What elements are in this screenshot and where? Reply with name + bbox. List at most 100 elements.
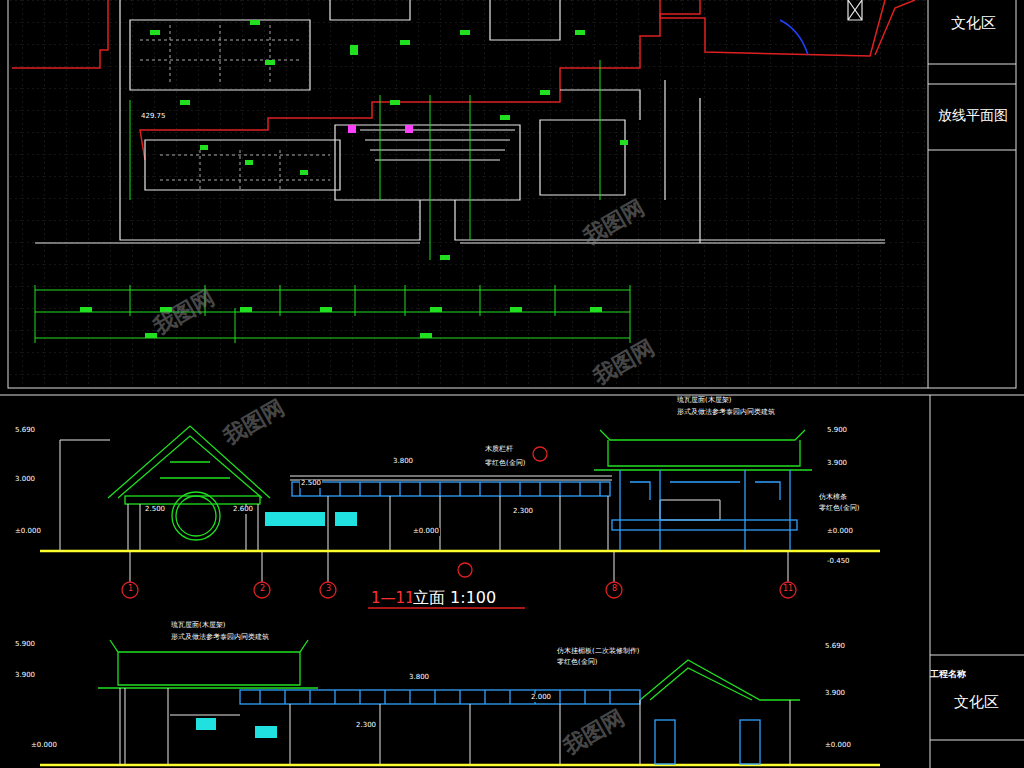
title-text: 文化区 [954,693,999,711]
cad-g [108,426,812,540]
dimension-label: 2 [259,585,266,594]
dimension-label: 5.900 [826,427,848,435]
dimension-label: ±0.000 [826,528,854,536]
cad-rect [430,307,442,312]
title-block-cell: 放线平面图 [930,98,1016,132]
cad-rect [8,0,1016,388]
cad-path [328,496,608,550]
cad-path [35,242,885,243]
dimension-label: 2.300 [355,722,377,730]
cad-rect [245,160,253,165]
cad-circle [172,492,220,540]
cad-rect [575,30,585,35]
dimension-label: -0.450 [826,558,851,566]
dimension-label: 零红色(金同) [818,505,860,513]
dimension-label: 5.690 [824,643,846,651]
dimension-label: ±0.000 [824,742,852,750]
cad-line [930,655,1024,656]
cad-path [335,125,520,200]
cad-circle [780,582,796,598]
cad-rect [655,720,675,764]
cad-rect [292,482,610,496]
cad-path [145,140,340,190]
dimension-label: 仿木檩条 [818,494,848,502]
title-block-cell: 文化区 [930,6,1016,40]
cad-g [35,60,630,343]
dimension-label: 形式及做法参考泰园内同类建筑 [676,409,776,417]
dimension-label: 2.600 [232,506,254,514]
cad-circle [320,582,336,598]
cad-line [60,440,61,551]
cad-circle [122,582,138,598]
dimension-label: 零红色(金同) [556,659,598,667]
dimension-label: 5.900 [14,641,36,649]
cad-rect [80,307,92,312]
cad-rect [180,100,190,105]
cad-path [98,640,318,688]
cad-g [120,688,790,765]
cad-g [130,552,788,582]
dimension-label: 3 [325,585,332,594]
title-text: 工程名称 [930,669,966,680]
cad-g [348,125,413,133]
watermark: 我图网 [219,395,290,450]
cad-path [118,436,262,498]
cad-path [128,504,258,550]
cad-g [292,470,797,550]
cad-path [699,98,700,243]
cad-rect [265,512,325,526]
cad-path [660,0,885,56]
dimension-label: 木质栏杆 [484,446,514,454]
cad-circle [533,447,547,461]
cad-path [130,552,788,582]
dimension-label: 2.000 [530,694,552,702]
cad-path [780,20,808,55]
cad-line [930,740,1024,741]
cad-rect [250,20,260,25]
cad-rect [350,45,358,55]
cad-path [630,482,780,500]
cad-rect [255,726,277,738]
cad-rect [440,255,450,260]
cad-path [640,660,800,700]
cad-line [928,84,1016,85]
cad-path [620,470,790,550]
dimension-label: 3.900 [824,690,846,698]
cad-rect [335,512,357,526]
dimension-label: 琉瓦屋面(木屋架) [170,622,226,630]
cad-g [265,512,357,526]
cad-circle [254,582,270,598]
cad-path [290,476,612,480]
dimension-label: 2.500 [144,506,166,514]
cad-rect [390,100,400,105]
dimension-label: 8 [611,585,618,594]
cad-rect [240,690,640,704]
cad-path [330,0,410,20]
cad-rect [460,30,470,35]
cad-rect [620,140,628,145]
cad-rect [150,30,160,35]
cad-circle [606,582,622,598]
cad-rect [500,115,510,120]
title-text: 放线平面图 [938,107,1008,124]
cad-path [140,0,700,160]
cad-g [98,640,800,700]
cad-rect [510,307,522,312]
cad-rect [145,333,157,338]
cad-path [848,0,862,20]
cad-path [160,150,330,190]
cad-line [928,150,1016,151]
cad-rect [540,90,550,95]
dimension-label: 零红色(金同) [484,460,526,468]
cad-path [875,0,915,55]
cad-g [35,0,885,243]
cad-rect [590,307,602,312]
cad-rect [265,60,275,65]
dimension-label: 1 [127,585,134,594]
dimension-label: 1—11 [370,590,416,607]
title-text: 文化区 [951,14,996,32]
cad-path [160,462,230,478]
cad-path [130,20,310,90]
cad-path [120,0,420,240]
